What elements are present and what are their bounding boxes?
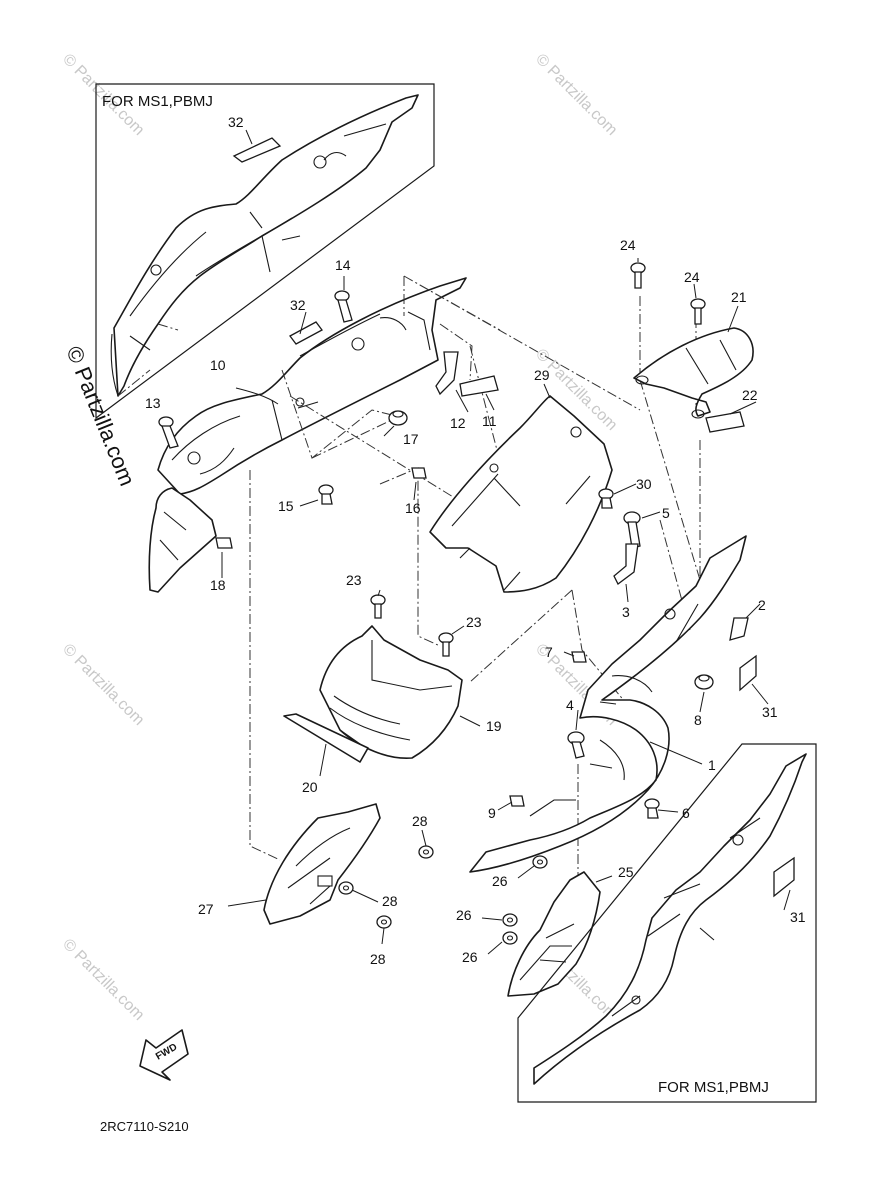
callout-7: 7 (545, 644, 553, 660)
clip-16 (411, 467, 427, 479)
side-cover-assembly (148, 277, 467, 593)
screw-23-a (370, 594, 386, 619)
callout-21: 21 (731, 289, 747, 305)
callout-16: 16 (405, 500, 421, 516)
callout-29: 29 (534, 367, 550, 383)
side-cover-lower (148, 487, 217, 593)
callout-28: 28 (412, 813, 428, 829)
callout-6: 6 (682, 805, 690, 821)
screw-23-b (438, 632, 454, 657)
callout-32: 32 (290, 297, 306, 313)
callout-17: 17 (403, 431, 419, 447)
washer-26-c (502, 931, 518, 945)
clip-12 (435, 351, 459, 396)
front-cover-19 (319, 625, 463, 759)
diagram-code: 2RC7110-S210 (100, 1119, 189, 1134)
callout-19: 19 (486, 718, 502, 734)
leader-lines (221, 129, 791, 955)
washer-28-c (376, 915, 392, 929)
callout-23: 23 (346, 572, 362, 588)
watermark: © Partzilla.com (532, 51, 620, 139)
bracket-25 (507, 871, 601, 997)
callout-23: 23 (466, 614, 482, 630)
variant-label-top: FOR MS1,PBMJ (102, 93, 213, 110)
side-cover-10 (157, 277, 467, 495)
callout-25: 25 (618, 864, 634, 880)
callout-10: 10 (210, 357, 226, 373)
decal-32 (289, 321, 323, 345)
callout-1: 1 (708, 757, 716, 773)
bracket-21 (633, 327, 754, 419)
callout-31: 31 (762, 704, 778, 720)
callout-12: 12 (450, 415, 466, 431)
callout-26: 26 (462, 949, 478, 965)
callout-30: 30 (636, 476, 652, 492)
rivet-30 (598, 488, 614, 509)
rivet-6 (644, 798, 660, 819)
callout-20: 20 (302, 779, 318, 795)
bolt-5 (623, 511, 641, 549)
bolt-13 (158, 416, 179, 449)
pad-11 (459, 375, 499, 397)
bolt-4 (567, 731, 585, 759)
callout-3: 3 (622, 604, 630, 620)
callout-18: 18 (210, 577, 226, 593)
washer-28-b (338, 881, 354, 895)
callout-4: 4 (566, 697, 574, 713)
decal-32-top (232, 137, 282, 163)
callout-14: 14 (335, 257, 351, 273)
rivet-15 (318, 484, 334, 505)
callout-26: 26 (492, 873, 508, 889)
washer-26-a (532, 855, 548, 869)
variant-label-bottom: FOR MS1,PBMJ (658, 1079, 769, 1096)
callout-28: 28 (370, 951, 386, 967)
callout-31: 31 (790, 909, 806, 925)
clip-7 (571, 651, 587, 663)
callout-8: 8 (694, 712, 702, 728)
callout-15: 15 (278, 498, 294, 514)
fwd-arrow-icon (139, 1029, 189, 1081)
callout-11: 11 (482, 413, 497, 429)
callout-28: 28 (382, 893, 398, 909)
center-panel-29 (429, 395, 613, 593)
variant-box-top: FOR MS1,PBMJ (95, 83, 435, 420)
decal-31-bottom (773, 856, 795, 898)
clip-2 (729, 617, 749, 641)
watermark: © Partzilla.com (59, 641, 147, 729)
washer-26-b (502, 913, 518, 927)
screw-24-b (690, 298, 706, 325)
screw-24-a (630, 262, 646, 289)
callout-24: 24 (620, 237, 636, 253)
decal-31 (739, 654, 757, 692)
callout-24: 24 (684, 269, 700, 285)
bolt-14 (334, 290, 353, 323)
grommet-8 (694, 674, 714, 690)
callout-5: 5 (662, 505, 670, 521)
watermark: © Partzilla.com (59, 936, 147, 1024)
callout-22: 22 (742, 387, 758, 403)
clip-9 (509, 795, 525, 807)
bracket-27 (263, 803, 381, 925)
clip-3 (613, 543, 639, 585)
pad-22 (705, 411, 745, 433)
rear-cover-1 (469, 535, 747, 873)
callout-27: 27 (198, 901, 214, 917)
callout-2: 2 (758, 597, 766, 613)
callouts: 32 32 14 10 13 17 12 11 29 15 16 18 30 5… (145, 114, 806, 967)
callout-9: 9 (488, 805, 496, 821)
callout-13: 13 (145, 395, 161, 411)
strip-20 (283, 713, 369, 763)
callout-26: 26 (456, 907, 472, 923)
fwd-arrow: FWD (139, 1029, 189, 1081)
callout-32: 32 (228, 114, 244, 130)
grommet-17 (388, 410, 408, 426)
variant-box-bottom: FOR MS1,PBMJ (517, 743, 817, 1103)
fasteners (158, 262, 757, 945)
washer-28-a (418, 845, 434, 859)
clip-18 (215, 537, 233, 549)
